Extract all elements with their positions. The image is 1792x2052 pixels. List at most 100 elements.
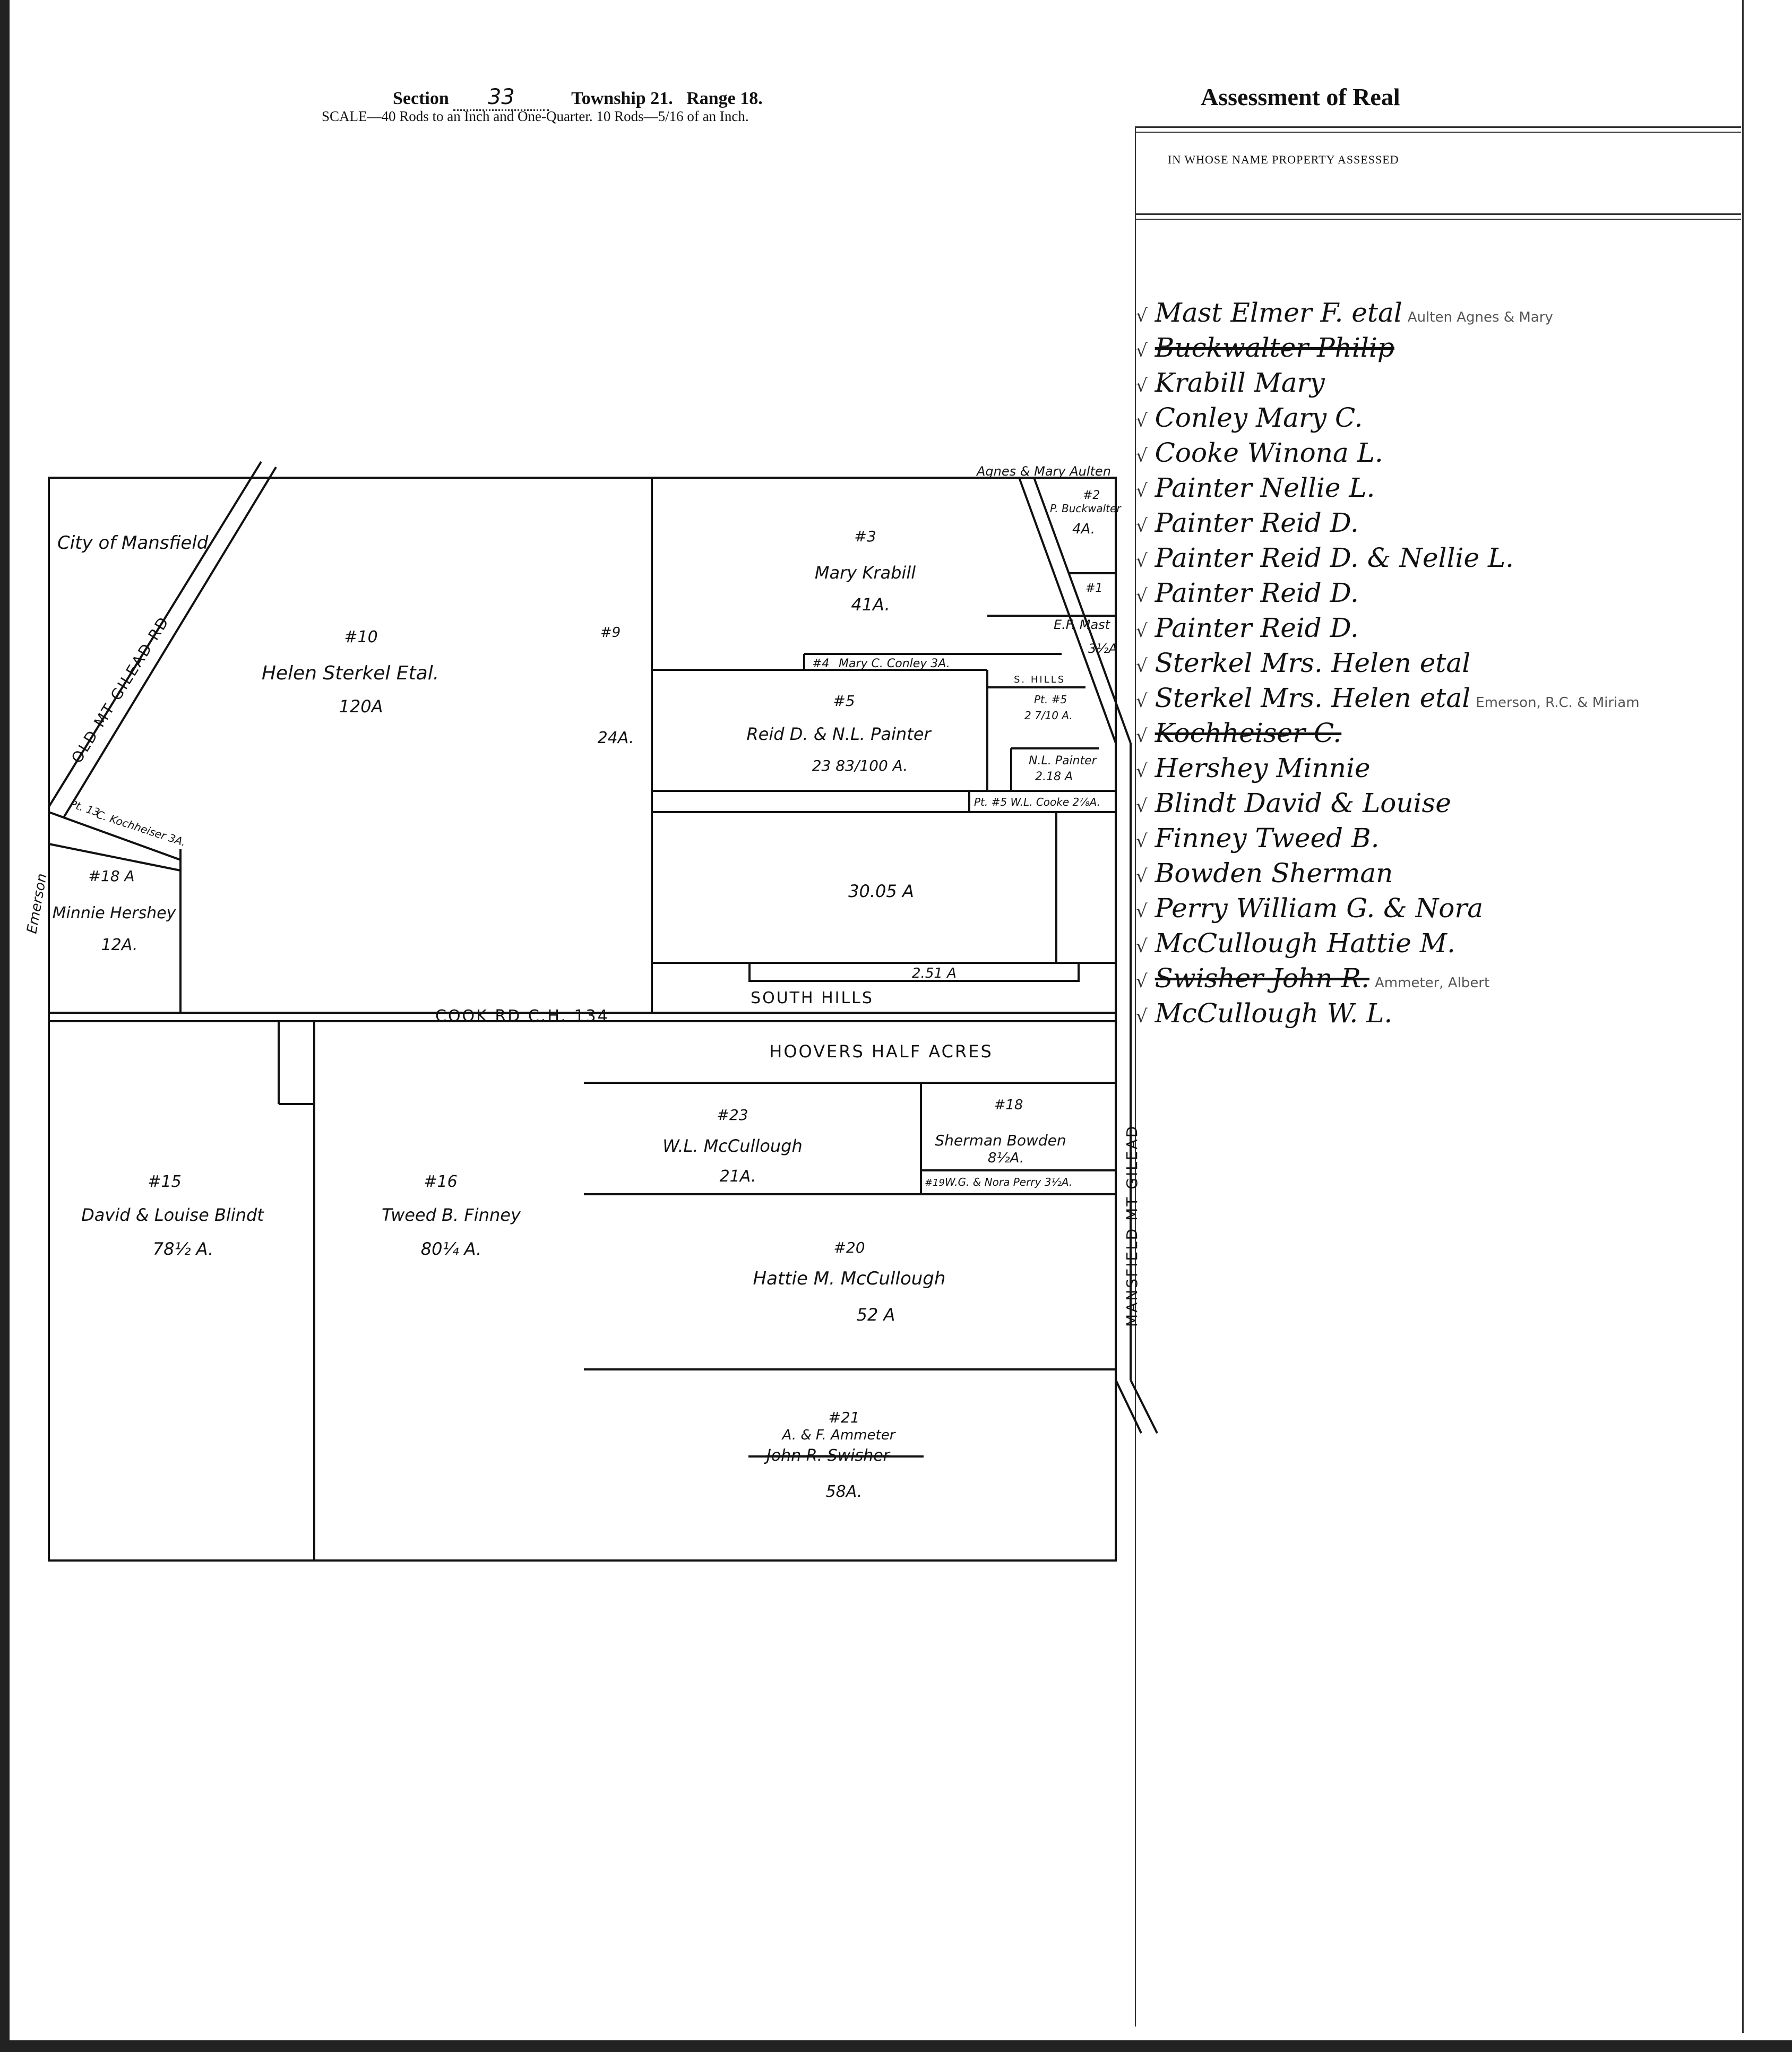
owner-note: Aulten Agnes & Mary [1407, 309, 1553, 325]
mt-gilead-road-5 [1115, 1380, 1142, 1434]
ammeter-note: A. & F. Ammeter [781, 1427, 897, 1443]
owner-name: Buckwalter Philip [1155, 332, 1394, 363]
mt-gilead-road-1 [1018, 477, 1117, 744]
parcel-owner: Tweed B. Finney [382, 1205, 521, 1225]
owner-entry: √Conley Mary C. [1136, 402, 1363, 433]
header-rule-bottom-2 [1136, 219, 1741, 220]
owner-name: Painter Reid D. [1155, 507, 1359, 538]
owner-entry: √Painter Reid D. [1136, 507, 1359, 538]
owner-name: Kochheiser C. [1155, 718, 1342, 748]
owner-name: Painter Nellie L. [1155, 472, 1375, 503]
parcel-area: 52 A [857, 1305, 895, 1325]
owner-name: Painter Reid D. [1155, 577, 1359, 608]
owner-entry: √McCullough W. L. [1136, 998, 1393, 1029]
mt-gilead-road-label: MANSFIELD MT GILEAD [1123, 1125, 1141, 1327]
parcel-area: 8½A. [988, 1150, 1024, 1166]
parcel-number: #18 A [88, 867, 134, 885]
owner-note: Ammeter, Albert [1374, 975, 1490, 991]
parcel-area: 23 83/100 A. [812, 757, 908, 774]
parcel-area: 3½A [1088, 641, 1117, 656]
owner-name: McCullough Hattie M. [1155, 928, 1455, 959]
parcel-251 [748, 962, 1080, 982]
parcel-owner: P. Buckwalter [1050, 502, 1122, 515]
owner-entry: √Bowden Sherman [1136, 858, 1393, 889]
owner-name: Hershey Minnie [1155, 753, 1371, 783]
parcel-owner: Mary Krabill [815, 563, 916, 583]
parcel-owner: Helen Sterkel Etal. [262, 662, 439, 684]
city-of-mansfield-label: City of Mansfield [57, 532, 209, 554]
parcel-number: #20 [833, 1239, 865, 1256]
parcel-number: #10 [344, 628, 377, 646]
parcel-number: #5 [833, 692, 855, 710]
parcel-labels: #10 Helen Sterkel Etal. 120A #9 24A. #3 … [53, 489, 1122, 1501]
parcel-number: #4 [812, 657, 829, 670]
parcel-number: #15 [148, 1172, 181, 1191]
parcel-number: #1 [1085, 582, 1102, 595]
parcel-text: W.G. & Nora Perry 3½A. [945, 1176, 1072, 1188]
parcel-area: 120A [339, 696, 383, 717]
owner-entry: √Swisher John R.Ammeter, Albert [1136, 963, 1490, 994]
owner-entry: √Buckwalter Philip [1136, 332, 1394, 363]
header-rule-top-2 [1136, 132, 1741, 133]
owner-entry: √Finney Tweed B. [1136, 823, 1380, 853]
parcel-area: 2.51 A [912, 965, 957, 981]
parcel-area: 80¼ A. [421, 1239, 482, 1259]
owner-entry: √Kochheiser C. [1136, 718, 1342, 748]
parcel-area: 2.18 A [1035, 770, 1073, 783]
agnes-mary-label: Agnes & Mary Aulten [976, 464, 1111, 479]
parcel-number: #9 [600, 625, 621, 641]
owner-name: Sterkel Mrs. Helen etal [1155, 648, 1471, 678]
owner-name: Painter Reid D. & Nellie L. [1155, 542, 1514, 573]
parcel-area: 21A. [720, 1167, 756, 1186]
parcel-number: #18 [994, 1097, 1023, 1113]
parcel-area: 2 7/10 A. [1024, 709, 1073, 722]
owner-name: Cooke Winona L. [1155, 437, 1383, 468]
parcel-number: #19 [925, 1177, 945, 1188]
mt-gilead-road-2 [1033, 477, 1132, 744]
owner-name: Perry William G. & Nora [1155, 893, 1484, 924]
parcel-area: 4A. [1072, 521, 1095, 537]
owner-name: Conley Mary C. [1155, 402, 1363, 433]
owner-entry: √Krabill Mary [1136, 367, 1325, 398]
owner-entry: √McCullough Hattie M. [1136, 928, 1455, 959]
owner-name: Krabill Mary [1155, 367, 1325, 398]
section-header: Section 33 Township 21. Range 18. [393, 85, 763, 111]
parcel-number: Pt. #5 [1034, 693, 1067, 706]
parcel-area: 30.05 A [848, 881, 914, 901]
owner-name: Sterkel Mrs. Helen etal [1155, 683, 1471, 713]
owner-entry: √Painter Reid D. & Nellie L. [1136, 542, 1514, 573]
parcel-text: Pt. #5 W.L. Cooke 2⅞A. [974, 796, 1100, 808]
parcel-text: Mary C. Conley 3A. [839, 657, 950, 670]
owner-entry: √Blindt David & Louise [1136, 788, 1451, 818]
hoovers-half-acres-label: HOOVERS HALF ACRES [769, 1041, 993, 1062]
owner-name: McCullough W. L. [1155, 998, 1393, 1029]
parcel-area: 24A. [598, 729, 634, 747]
parcel-owner: Hattie M. McCullough [753, 1268, 946, 1289]
owner-entry: √Painter Reid D. [1136, 613, 1359, 643]
section-label: Section [393, 89, 449, 108]
owner-column-heading: IN WHOSE NAME PROPERTY ASSESSED [1168, 153, 1399, 166]
old-mt-gilead-road-1 [63, 466, 277, 818]
parcel-number: #21 [828, 1409, 859, 1426]
parcel-area: 78½ A. [153, 1239, 214, 1259]
parcel-area: 58A. [826, 1482, 863, 1501]
owner-name: Mast Elmer F. etal [1155, 297, 1402, 328]
header-rule-bottom [1136, 213, 1741, 215]
sheet-right-edge [1742, 0, 1744, 2033]
south-hills-label: SOUTH HILLS [751, 989, 874, 1007]
assessment-title: Assessment of Real [1201, 83, 1400, 110]
owner-name: Painter Reid D. [1155, 613, 1359, 643]
owner-entry: √Perry William G. & Nora [1136, 893, 1484, 924]
owner-entry: √Painter Reid D. [1136, 577, 1359, 608]
owner-column-divider [1135, 126, 1136, 2027]
range-label: Range 18. [686, 89, 763, 108]
parcel-owner: W.L. McCullough [662, 1136, 802, 1156]
owner-name: Swisher John R. [1155, 963, 1369, 994]
parcel-number: #23 [717, 1106, 748, 1124]
header-rule-top [1136, 126, 1741, 128]
parcel-owner: E.F. Mast [1054, 617, 1111, 632]
parcel-owner: Reid D. & N.L. Painter [746, 724, 932, 744]
